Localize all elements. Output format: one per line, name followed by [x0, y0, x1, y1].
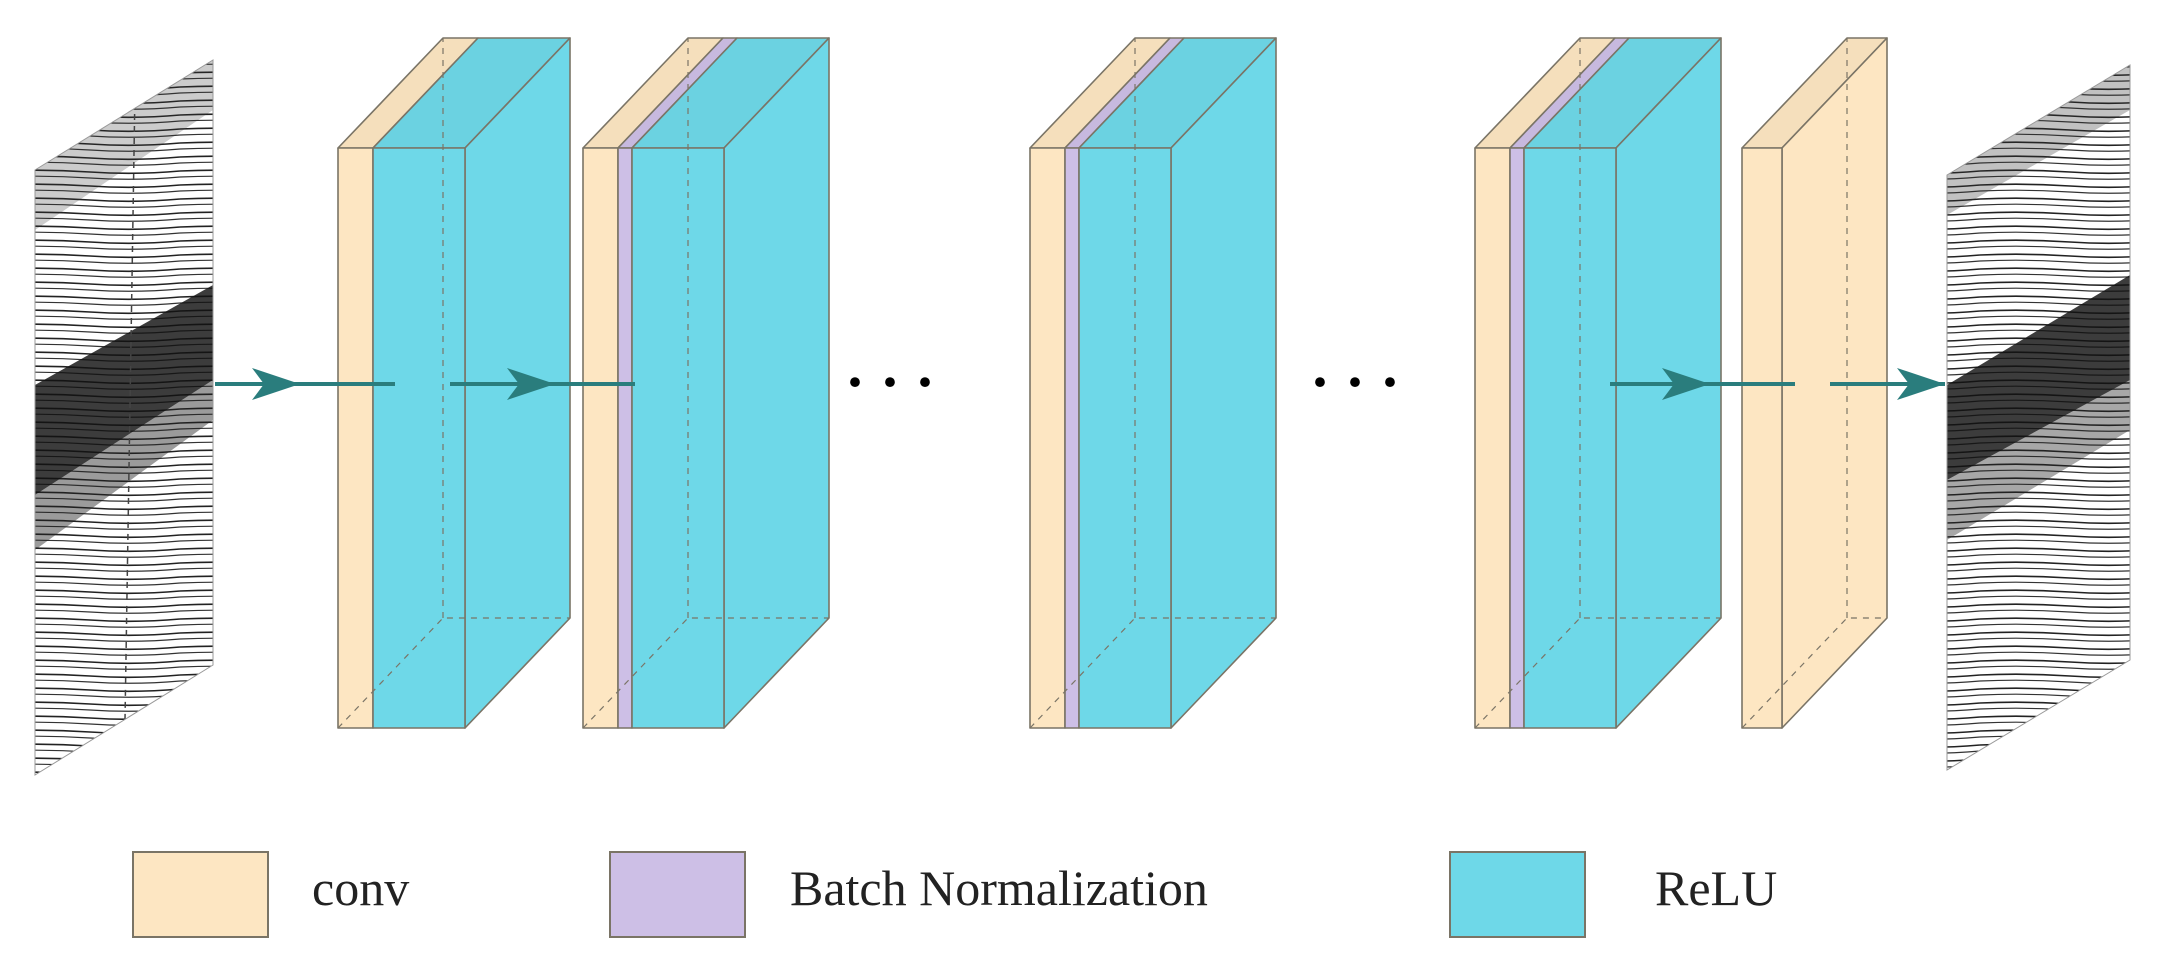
- ellipsis-2: · · ·: [1310, 349, 1400, 415]
- legend: conv Batch Normalization ReLU: [132, 851, 1777, 938]
- slab-side-relu: [723, 37, 830, 729]
- legend-swatch-relu: [1449, 851, 1586, 938]
- slab-front-batch-norm: [1064, 147, 1080, 729]
- slab-front-conv: [582, 147, 619, 729]
- arrow-right-icon: [252, 368, 300, 400]
- layer-block-3: [1029, 37, 1277, 729]
- arrow-right-icon: [1662, 368, 1710, 400]
- hidden-edge: [337, 38, 570, 729]
- seismic-input-image: [35, 60, 213, 775]
- hidden-edge: [1741, 38, 1887, 729]
- ellipsis-1: · · ·: [845, 349, 935, 415]
- slab-front-relu: [1523, 147, 1617, 729]
- arrow-right-icon: [1897, 368, 1945, 400]
- legend-swatch-conv: [132, 851, 269, 938]
- hidden-edge: [1029, 38, 1276, 729]
- slab-front-conv: [1029, 147, 1066, 729]
- slab-front-relu: [372, 147, 466, 729]
- slab-side-relu: [1170, 37, 1277, 729]
- legend-swatch-batch-normalization: [609, 851, 746, 938]
- seismic-output-image: [1947, 65, 2130, 770]
- legend-label-batch-normalization: Batch Normalization: [790, 860, 1208, 916]
- slab-front-conv: [1741, 147, 1783, 729]
- slab-front-conv: [337, 147, 374, 729]
- hidden-edge: [1474, 38, 1721, 729]
- layer-block-2: [582, 37, 830, 729]
- hidden-edge: [582, 38, 829, 729]
- slab-front-relu: [1078, 147, 1172, 729]
- slab-front-batch-norm: [617, 147, 633, 729]
- layer-block-1: [337, 37, 571, 729]
- slab-front-relu: [631, 147, 725, 729]
- arrow-right-icon: [507, 368, 555, 400]
- legend-label-relu: ReLU: [1655, 860, 1777, 916]
- slab-front-conv: [1474, 147, 1511, 729]
- slab-front-batch-norm: [1509, 147, 1525, 729]
- legend-label-conv: conv: [312, 860, 409, 916]
